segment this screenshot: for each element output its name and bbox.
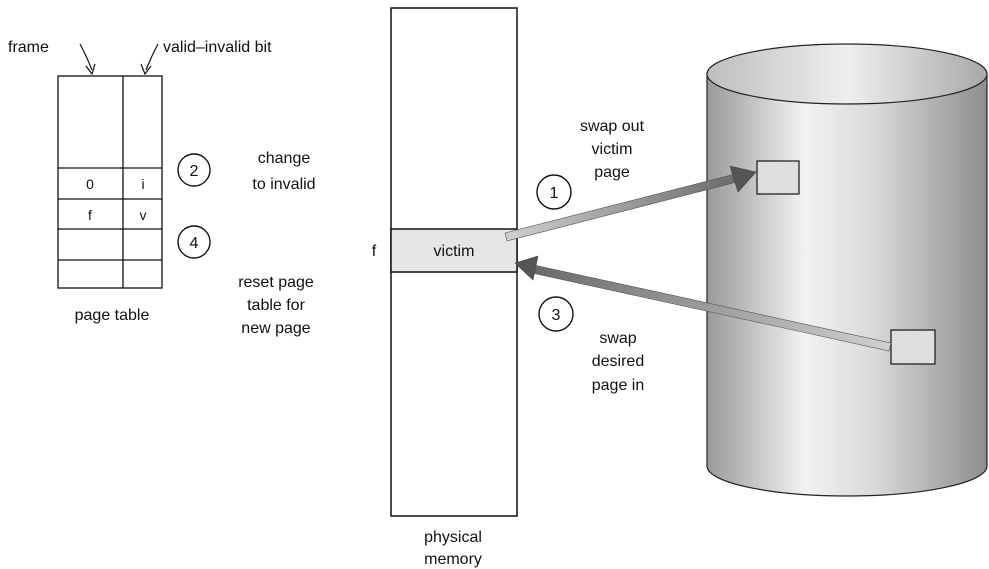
step-2: 2 change to invalid — [177, 150, 316, 193]
disk-body — [706, 73, 988, 497]
physical-memory: victim f physical memory — [372, 7, 518, 568]
step-4-circle — [177, 225, 211, 259]
disk-victim-page-slot — [756, 160, 800, 195]
step-3-line2: desired — [592, 353, 644, 370]
step-3-circle — [538, 296, 574, 332]
memory-caption-line1: physical — [424, 529, 482, 546]
page-table-caption: page table — [75, 307, 150, 324]
step-1: 1 swap out victim page — [536, 118, 645, 210]
step-1-line2: victim — [592, 141, 633, 158]
memory-caption-line2: memory — [424, 551, 482, 568]
disk-desired-page-slot — [890, 329, 936, 365]
step-4-line2: table for — [247, 297, 305, 314]
valid-bit-pointer-arrowhead — [140, 63, 152, 76]
step-1-number: 1 — [550, 185, 559, 202]
table-row-1-bit: v — [140, 207, 147, 223]
table-row-0-frame: 0 — [86, 176, 94, 192]
memory-frame-marker: f — [372, 243, 377, 260]
victim-label: victim — [434, 243, 475, 260]
step-1-line3: page — [594, 164, 630, 181]
step-4-line1: reset page — [238, 274, 314, 291]
step-3: 3 swap desired page in — [538, 296, 645, 394]
frame-label: frame — [8, 39, 49, 56]
step-2-circle — [177, 153, 211, 187]
page-table-outline — [57, 75, 163, 289]
step-1-line1: swap out — [580, 118, 645, 135]
swap-in-arrowhead — [514, 255, 539, 281]
swap-out-arrowhead — [729, 165, 757, 193]
step-4-line3: new page — [241, 320, 310, 337]
backing-store-disk — [706, 43, 988, 497]
table-row-0-bit: i — [141, 176, 144, 192]
step-2-number: 2 — [190, 163, 199, 180]
swap-in-arrow — [514, 255, 892, 352]
page-table: 0 i f v frame valid–invalid bit page tab… — [8, 39, 272, 324]
step-3-line3: page in — [592, 377, 645, 394]
disk-top — [706, 43, 988, 105]
step-4-number: 4 — [190, 235, 199, 252]
step-2-line1: change — [258, 150, 311, 167]
frame-pointer-arrowhead — [85, 63, 96, 76]
step-4: 4 reset page table for new page — [177, 225, 314, 337]
valid-invalid-label: valid–invalid bit — [163, 39, 272, 56]
table-row-1-frame: f — [88, 207, 92, 223]
step-3-number: 3 — [552, 307, 561, 324]
step-2-line2: to invalid — [252, 176, 315, 193]
step-3-line1: swap — [599, 330, 636, 347]
step-1-circle — [536, 174, 572, 210]
swap-out-arrow — [504, 165, 757, 242]
victim-frame — [390, 228, 518, 273]
